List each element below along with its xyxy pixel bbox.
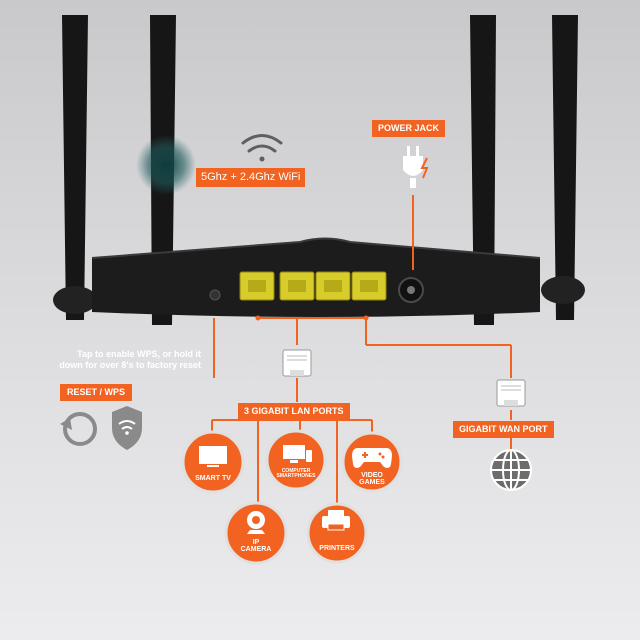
gamepad-icon	[352, 448, 392, 468]
wps-instructions: Tap to enable WPS, or hold it down for o…	[59, 349, 201, 372]
wifi-glow	[136, 135, 196, 195]
antenna-right	[470, 15, 496, 325]
device-label-ip-camera-line-2: CAMERA	[240, 546, 272, 554]
lan-port-3-inner	[324, 280, 342, 292]
power-jack-pin	[407, 286, 415, 294]
wps-shield-icon	[112, 406, 142, 450]
reset-button-hole	[209, 289, 221, 301]
device-label-video-games-line-1: VIDEO	[361, 472, 383, 479]
wifi-band-label: 5Ghz + 2.4Ghz WiFi	[196, 168, 306, 187]
computer-icon	[283, 445, 312, 463]
ethernet-connector-icon-wan	[496, 379, 526, 407]
device-label-smart-tv: SMART TV	[195, 475, 231, 482]
ethernet-ports	[239, 271, 387, 301]
wan-port-label: GIGABIT WAN PORT	[453, 421, 554, 438]
antenna-far-left	[62, 15, 88, 320]
power-jack-label: POWER JACK	[372, 120, 446, 137]
device-label-computers: COMPUTER SMARTPHONES	[272, 468, 320, 480]
connector-dot-right	[363, 315, 369, 321]
router-edge	[91, 237, 541, 259]
ethernet-connector-icon	[282, 349, 312, 377]
antennas	[53, 15, 585, 325]
device-label-video-games-line-2: GAMES	[359, 479, 385, 487]
printer-icon	[322, 510, 350, 531]
device-label-computers-line-2: SMARTPHONES	[276, 473, 316, 480]
wps-instructions-line-1: Tap to enable WPS, or hold it	[77, 349, 201, 359]
antenna-hinge-left	[53, 286, 97, 314]
device-label-ip-camera-line-1: IP	[252, 539, 260, 546]
connector-lines	[211, 195, 512, 512]
connector-dot-left	[255, 315, 261, 321]
wps-instructions-line-2: down for over 8's to factory reset	[59, 360, 201, 371]
wifi-icon	[241, 134, 283, 162]
antenna-hinge-right	[541, 276, 585, 304]
tv-icon	[199, 446, 227, 467]
reset-icon	[60, 412, 97, 446]
device-label-computers-line-1: COMPUTER	[281, 468, 311, 474]
power-plug-icon	[403, 146, 429, 188]
device-label-ip-camera: IP CAMERA	[236, 539, 276, 554]
lan-port-2-inner	[288, 280, 306, 292]
lan-ports-label: 3 GIGABIT LAN PORTS	[238, 403, 350, 420]
antenna-far-right	[552, 15, 578, 320]
device-label-printers: PRINTERS	[319, 545, 355, 552]
webcam-icon	[247, 511, 265, 534]
reset-wps-label: RESET / WPS	[60, 384, 133, 401]
globe-icon	[490, 449, 532, 491]
lan-port-1-inner	[248, 280, 266, 292]
wan-port-inner	[360, 280, 378, 292]
device-label-video-games: VIDEO GAMES	[350, 472, 394, 487]
